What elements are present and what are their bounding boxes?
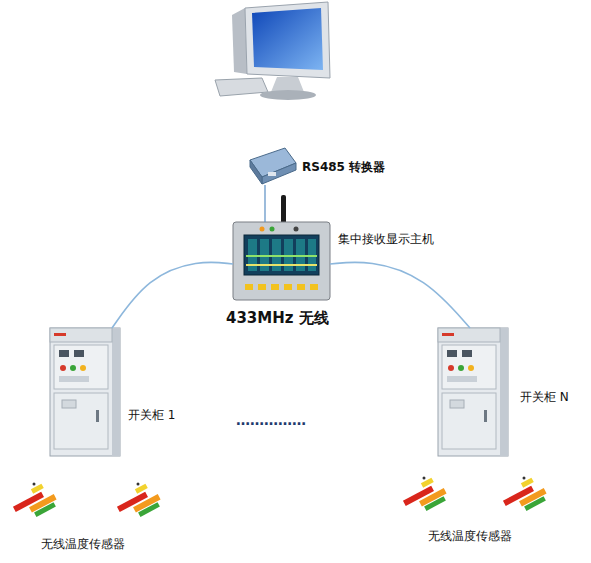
host-screen [244, 235, 319, 275]
sensor-icon [117, 483, 161, 517]
host-button [271, 284, 279, 290]
host-led [270, 227, 275, 232]
node-label: 无线温度传感器 [405, 529, 535, 543]
host-button [258, 284, 266, 290]
converter-side [250, 160, 262, 184]
converter-port [268, 172, 276, 176]
rs485-converter [250, 148, 296, 184]
receiver-host [233, 195, 330, 300]
host-button [310, 284, 318, 290]
screen-line [246, 255, 317, 257]
cabinet-node: 开关柜 1 [50, 328, 120, 456]
sensor-icon [403, 477, 447, 511]
host-button [297, 284, 305, 290]
monitor-stand [271, 77, 304, 92]
host-node: 集中接收显示主机 [233, 222, 330, 300]
sensor-node: 无线温度传感器 [405, 472, 535, 544]
switch-cabinet [50, 328, 120, 456]
sensor-icon [503, 477, 547, 511]
sensor-icon [13, 483, 57, 517]
monitor-screen [252, 8, 323, 70]
node-label: 集中接收显示主机 [338, 232, 434, 246]
antenna [281, 195, 286, 225]
cable-line [264, 185, 265, 222]
node-label: RS485 转换器 [302, 160, 385, 174]
node-label: 开关柜 1 [128, 408, 175, 422]
wireless-link [330, 262, 470, 328]
switch-cabinet [438, 328, 508, 456]
wireless-link [112, 262, 233, 328]
cabinet-node: 开关柜 N [438, 328, 508, 456]
keyboard [215, 78, 268, 96]
host-led [260, 227, 265, 232]
monitor-frame [245, 2, 330, 78]
converter-front [262, 163, 296, 184]
host-led [294, 227, 299, 232]
monitor-side [232, 8, 247, 74]
monitor-base [260, 90, 316, 100]
node-label: 无线温度传感器 [18, 537, 148, 551]
computer [215, 2, 330, 100]
converter-node: RS485 转换器 [248, 145, 296, 185]
host-button [245, 284, 253, 290]
ellipsis-mark: …………… [236, 412, 306, 429]
wireless-label: 433MHz 无线 [226, 309, 329, 327]
host-body [233, 222, 330, 300]
screen-line [246, 264, 317, 266]
sensor-node: 无线温度传感器 [18, 478, 148, 554]
host-button [284, 284, 292, 290]
node-label: 开关柜 N [520, 390, 569, 404]
